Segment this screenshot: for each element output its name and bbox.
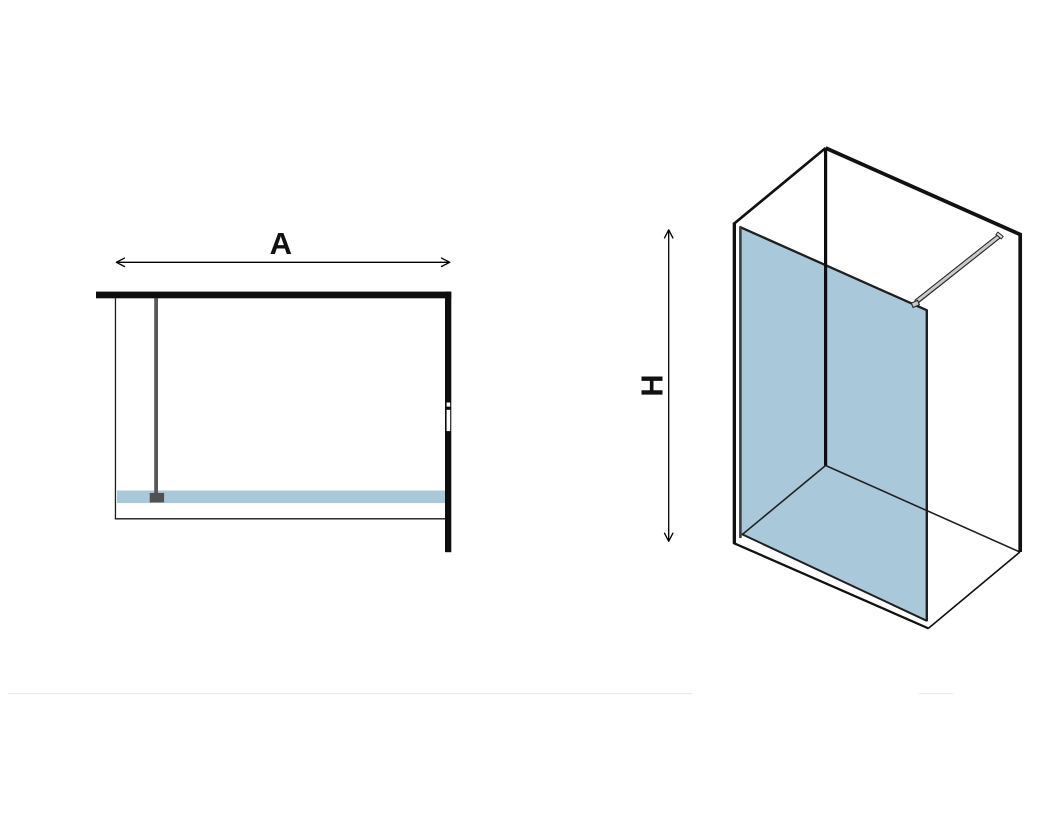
svg-text:H: H — [634, 374, 669, 396]
svg-text:A: A — [270, 226, 292, 261]
